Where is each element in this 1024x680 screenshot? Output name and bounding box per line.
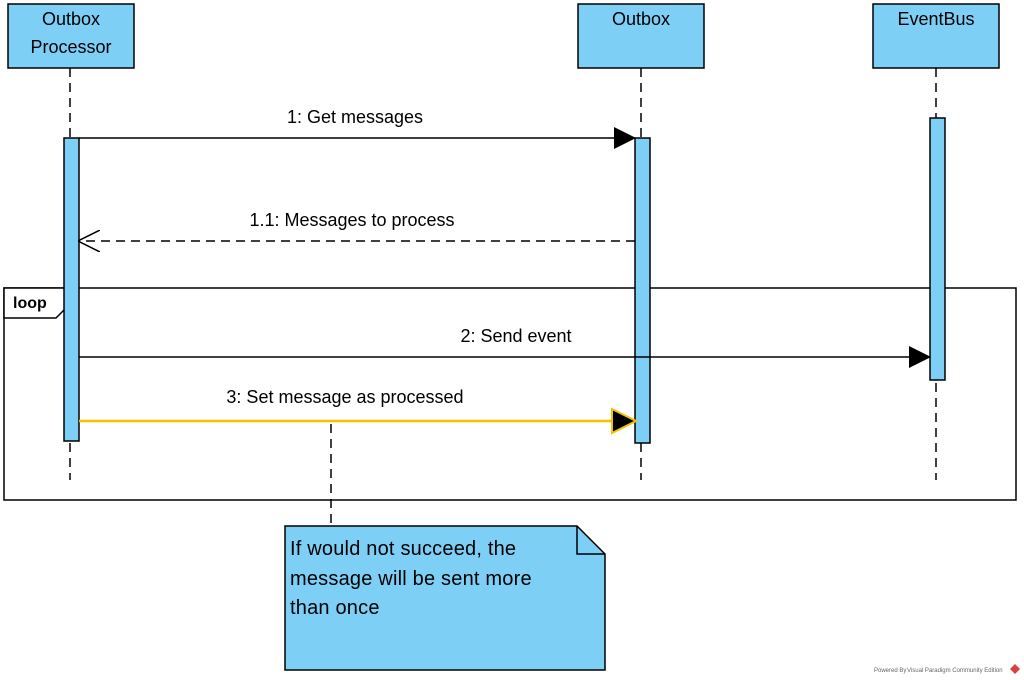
visual-paradigm-logo-icon [1010,664,1020,674]
message-get-messages-label: 1: Get messages [287,107,423,127]
participant-outbox[interactable]: Outbox [577,3,705,69]
message-set-message-as-processed-label: 3: Set message as processed [226,387,463,407]
note-text-line3: than once [290,597,380,619]
message-messages-to-process[interactable]: 1.1: Messages to process [79,210,635,241]
note-text-line1: If would not succeed, the [290,538,516,560]
participant-eventbus[interactable]: EventBus [872,3,1000,69]
message-set-message-as-processed[interactable]: 3: Set message as processed [79,387,639,435]
participant-outbox-processor-label-line2: Processor [30,37,111,57]
note-text-line2: message will be sent more [290,568,532,590]
note[interactable]: If would not succeed, the message will b… [284,525,606,671]
activation-outbox-processor [63,137,80,442]
watermark-prefix: Powered By [874,668,906,674]
message-send-event[interactable]: 2: Send event [79,326,931,368]
loop-frame: loop [3,287,1017,501]
watermark-product: Visual Paradigm Community Edition [907,668,1003,674]
participant-outbox-processor[interactable]: Outbox Processor [7,3,135,69]
loop-operator-label: loop [13,295,47,312]
watermark: Powered By Visual Paradigm Community Edi… [874,664,1020,674]
message-messages-to-process-label: 1.1: Messages to process [249,210,454,230]
participant-outbox-processor-label-line1: Outbox [42,9,100,29]
activation-eventbus [929,117,946,381]
message-get-messages[interactable]: 1: Get messages [79,107,636,149]
activation-outbox [634,137,651,444]
participant-outbox-label: Outbox [612,9,670,29]
participant-eventbus-label: EventBus [897,9,974,29]
message-send-event-label: 2: Send event [460,326,571,346]
